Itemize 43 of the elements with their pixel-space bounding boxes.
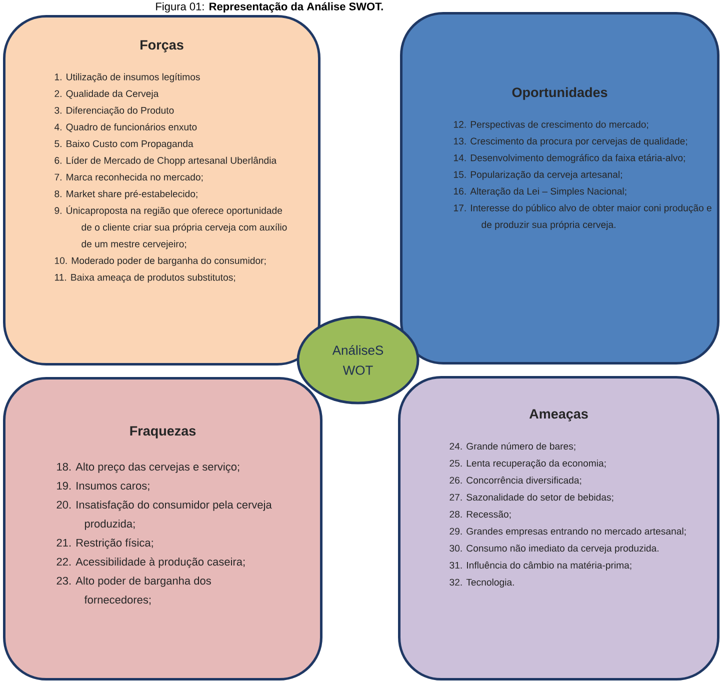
list-item: 21. Restrição física;	[56, 538, 153, 549]
list-item: 22. Acessibilidade à produção caseira;	[56, 557, 245, 568]
center-label: AnáliseS WOT	[332, 345, 384, 375]
list-item: 24. Grande número de bares;	[450, 442, 576, 451]
list-item: 27. Sazonalidade do setor de bebidas;	[450, 494, 614, 502]
rounded-box	[3, 377, 322, 680]
list-item: 29. Grandes empresas entrando no mercado artesanal;	[450, 528, 686, 537]
list-item: 23. Alto poder de barganha dos fornecedores;	[56, 576, 211, 605]
list-item: 8. Market share pré-estabelecido;	[54, 190, 198, 200]
list-item: 10. Moderado poder de barganha do consumidor;	[55, 257, 266, 266]
list-item: 32. Tecnologia.	[450, 578, 514, 588]
list-item: 25. Lenta recuperação da economia;	[450, 460, 606, 469]
list-item: 15. Popularização da cerveja artesanal;	[454, 170, 622, 180]
list-item: 4. Quadro de funcionários enxuto	[54, 123, 197, 132]
list-item: 7. Marca reconhecida no mercado;	[54, 174, 203, 182]
heading: Oportunidades	[512, 87, 608, 100]
list-item: 5. Baixo Custo com Propaganda	[54, 140, 194, 150]
rounded-box	[400, 12, 720, 364]
list-item: 26. Concorrência diversificada;	[450, 476, 582, 485]
list-item: 18. Alto preço das cervejas e serviço;	[57, 462, 240, 473]
list-item: 12. Perspectivas de crescimento do mercado;	[454, 120, 648, 130]
list-item: 14. Desenvolvimento demográfico da faixa etária-alvo;	[454, 154, 685, 164]
list-item: 30. Consumo não imediato da cerveja produzida.	[450, 544, 658, 554]
list-item: 31. Influência do câmbio na matéria-prima;	[450, 561, 632, 571]
list-item: 16. Alteração da Lei – Simples Nacional;	[454, 188, 626, 197]
list-item: 3. Diferenciação do Produto	[54, 106, 174, 116]
list-item: 13. Crescimento da procura por cervejas de qualidade;	[454, 137, 687, 146]
rounded-box	[3, 15, 320, 366]
list-item: 28. Recessão;	[450, 510, 511, 519]
list-item: 1. Utilização de insumos legítimos	[55, 73, 200, 82]
list-item: 2. Qualidade da Cerveja	[54, 90, 159, 99]
heading: Ameaças	[529, 409, 588, 422]
list-item: 20. Insatisfação do consumidor pela cerveja produzida;	[56, 500, 272, 530]
center-ellipse	[296, 316, 420, 404]
figure-title: Figura 01: Representação da Análise SWOT.	[156, 2, 383, 13]
list-item: 6. Líder de Mercado de Chopp artesanal Uberlândia	[54, 156, 277, 166]
rounded-box	[398, 376, 720, 680]
heading: Fraquezas	[130, 426, 196, 438]
list-item: 19. Insumos caros;	[57, 482, 150, 491]
list-item: 17. Interesse do público alvo de obter maior coni produção e de produzir sua própria cerveja.	[454, 204, 712, 230]
heading: Forças	[140, 40, 184, 52]
list-item: 11. Baixa ameaça de produtos substitutos;	[55, 274, 235, 283]
list-item: 9. Únicaproposta na região que oferece oportunidade de o cliente criar sua própria cerveja com auxílio de um mestre cervejeiro;	[54, 206, 287, 250]
